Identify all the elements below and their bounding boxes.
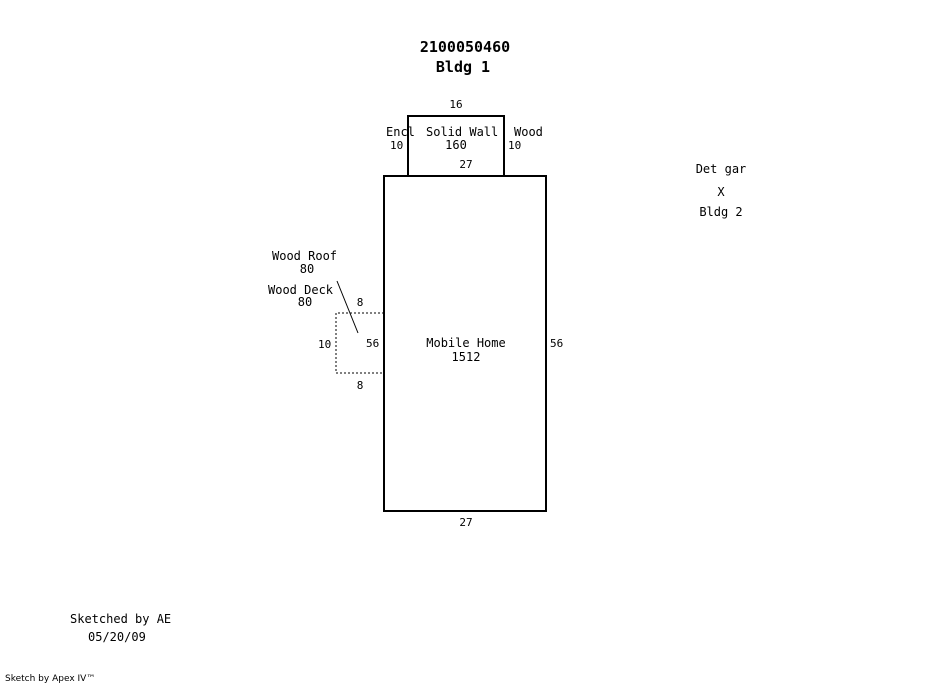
enclosure-dim-bottom: 27: [459, 158, 472, 171]
wood-deck-dim-bottom: 8: [357, 379, 364, 392]
wood-deck-label: Wood Deck: [268, 283, 334, 297]
mobile-home-dim-bottom: 27: [459, 516, 472, 529]
detached-garage-building: Bldg 2: [699, 205, 742, 219]
enclosure-dim-right: 10: [508, 139, 521, 152]
enclosure-area: 160: [445, 138, 467, 152]
mobile-home-area: 1512: [452, 350, 481, 364]
mobile-home-dim-right: 56: [550, 337, 563, 350]
enclosure-label-left: Encl: [386, 125, 415, 139]
software-credit: Sketch by Apex IV™: [5, 674, 95, 684]
detached-garage-marker: X: [717, 185, 725, 199]
wood-roof-leader-line: [336, 280, 359, 334]
wood-deck-area: 80: [298, 295, 312, 309]
sketched-by: Sketched by AE: [70, 612, 171, 626]
wood-roof-label: Wood Roof: [272, 249, 337, 263]
enclosure-label-mid: Solid Wall: [426, 125, 498, 139]
sketch-date: 05/20/09: [88, 630, 146, 644]
parcel-id: 2100050460: [420, 38, 510, 56]
mobile-home-outline: [383, 175, 547, 512]
wood-deck-dim-left: 10: [318, 338, 331, 351]
enclosure-dim-top: 16: [449, 98, 462, 111]
wood-deck-outline: [335, 312, 384, 374]
wood-roof-area: 80: [300, 262, 314, 276]
wood-deck-dim-top: 8: [357, 296, 364, 309]
enclosure-dim-left: 10: [390, 139, 403, 152]
detached-garage-label: Det gar: [696, 162, 747, 176]
mobile-home-label: Mobile Home: [426, 336, 505, 350]
enclosure-label-right: Wood: [514, 125, 543, 139]
mobile-home-dim-left: 56: [366, 337, 379, 350]
building-title: Bldg 1: [436, 58, 490, 76]
